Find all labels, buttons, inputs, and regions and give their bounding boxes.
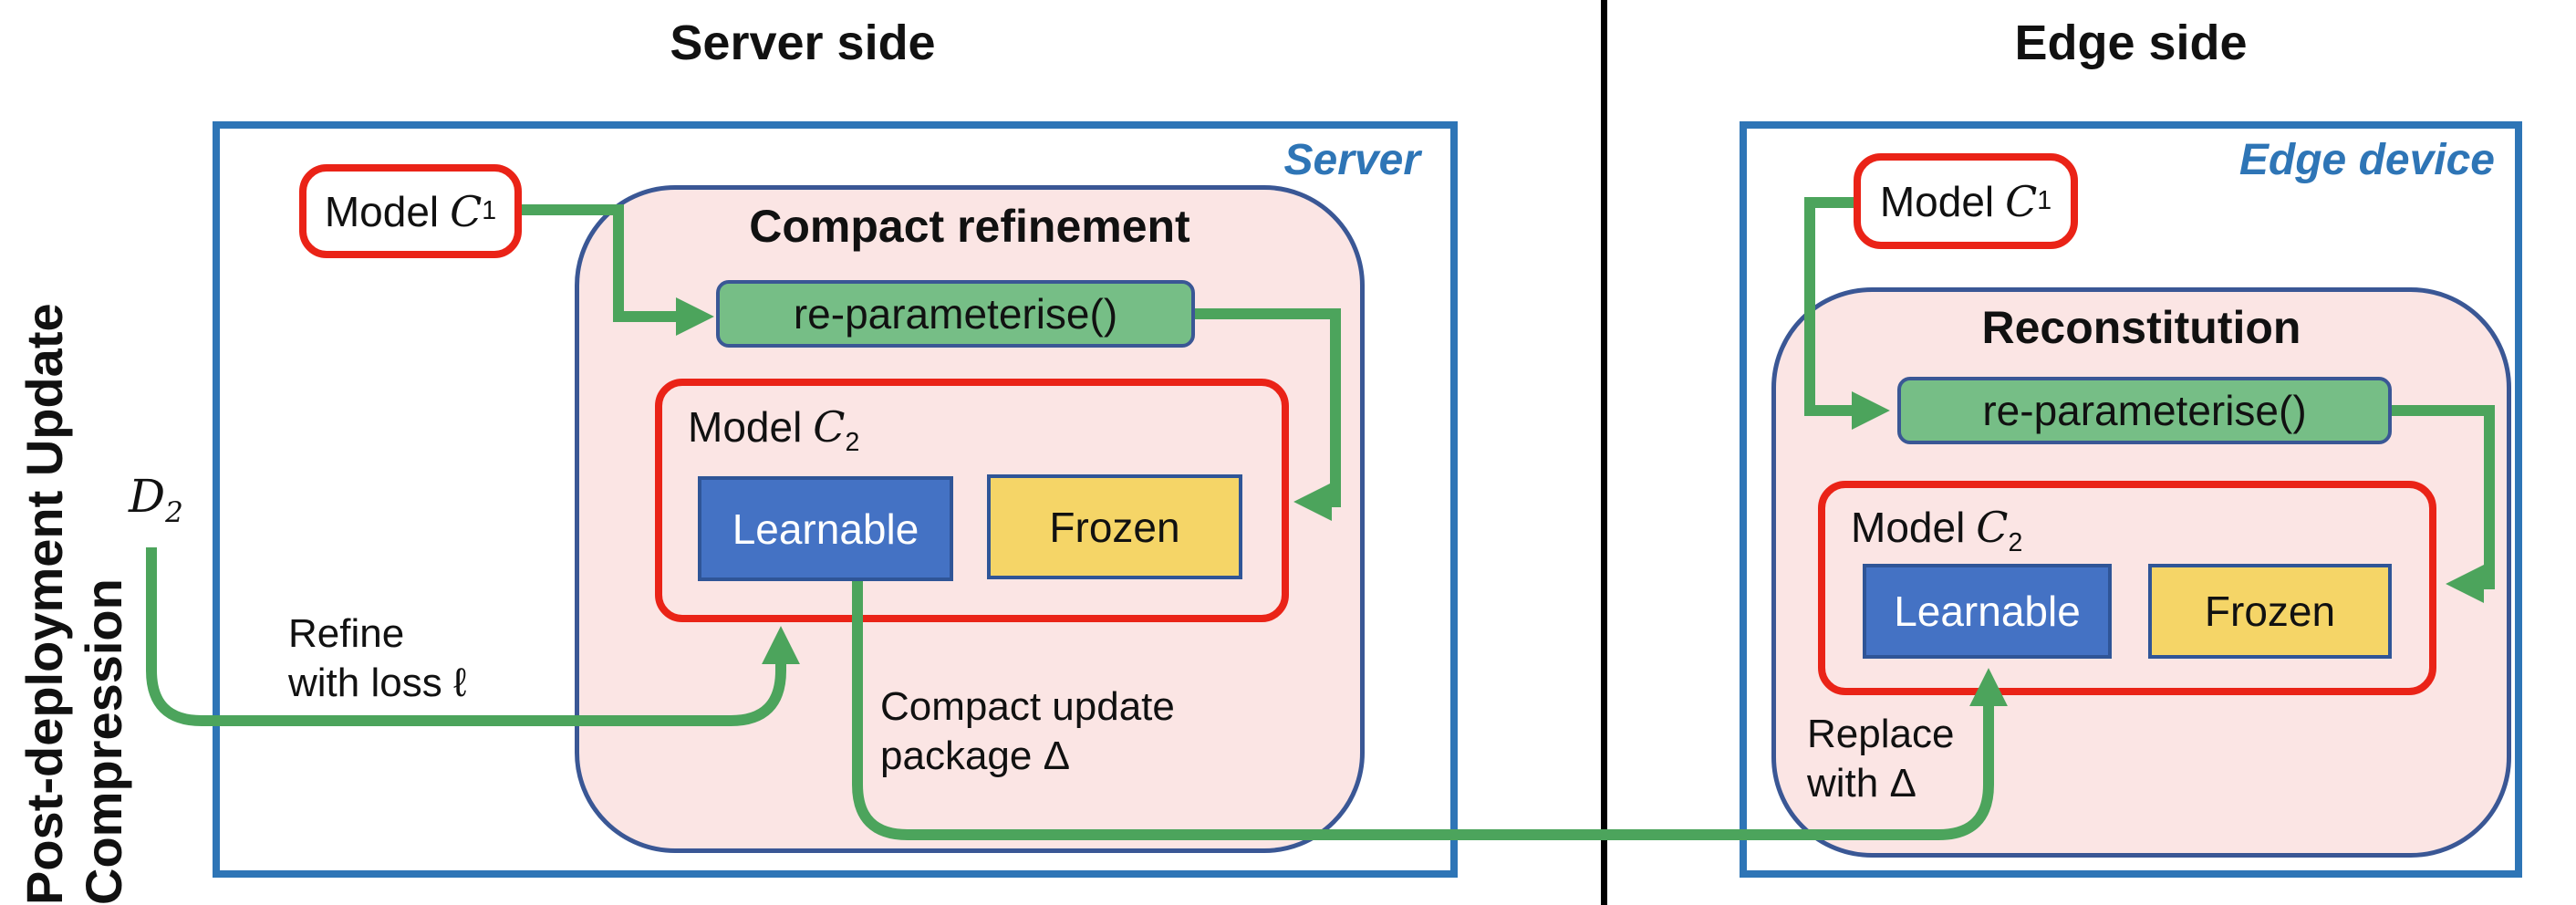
refine-note: Refine with loss ℓ xyxy=(288,611,467,705)
server-panel xyxy=(213,121,1458,878)
edge-reparameterise-box: re-parameterise() xyxy=(1897,377,2392,444)
compact-update-package-note: Compact update package Δ xyxy=(880,684,1175,778)
edge-panel xyxy=(1740,121,2522,878)
server-reparameterise-box: re-parameterise() xyxy=(716,280,1195,348)
edge-learnable-box: Learnable xyxy=(1863,564,2112,659)
compact-refinement-title: Compact refinement xyxy=(749,201,1190,252)
edge-side-title: Edge side xyxy=(2014,16,2248,70)
side-divider xyxy=(1601,0,1607,905)
server-side-title: Server side xyxy=(670,16,936,70)
reconstitution-title: Reconstitution xyxy=(1981,302,2301,353)
d2-label: D2 xyxy=(129,470,183,529)
replace-note: Replace with Δ xyxy=(1807,712,1955,806)
server-learnable-box: Learnable xyxy=(698,476,953,581)
edge-frozen-box: Frozen xyxy=(2148,564,2392,659)
rotated-caption: Post-deployment Update Compression xyxy=(16,0,132,905)
server-frozen-box: Frozen xyxy=(987,474,1242,579)
rotated-caption-text: Post-deployment Update Compression xyxy=(16,303,132,905)
edge-panel-tag: Edge device xyxy=(2238,136,2495,184)
server-panel-tag: Server xyxy=(1283,136,1420,184)
